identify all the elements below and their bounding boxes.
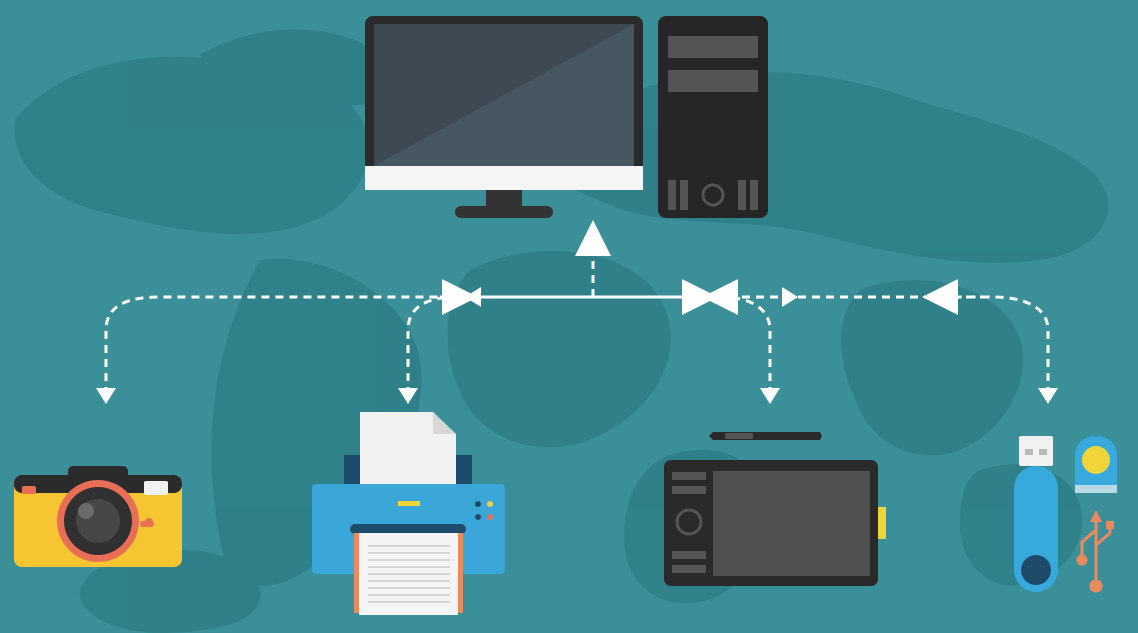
graphics-tablet-icon	[664, 432, 886, 586]
connector-arrowheads	[96, 228, 1058, 404]
camera-icon	[14, 466, 182, 567]
tower-vent-left-2	[680, 180, 688, 210]
usb-drive-icon	[1014, 436, 1117, 593]
tower-vent-left-1	[668, 180, 676, 210]
connector-lines	[104, 220, 1050, 395]
tower-vent-right-2	[750, 180, 758, 210]
tower-vent-right-1	[738, 180, 746, 210]
tower-drive-slot-1	[668, 36, 758, 58]
computer-tower	[658, 16, 768, 218]
monitor-chin	[365, 166, 643, 190]
monitor-stand	[486, 190, 522, 208]
desktop-computer-icon	[365, 16, 768, 218]
printer-icon	[312, 412, 505, 615]
tower-drive-slot-2	[668, 70, 758, 92]
monitor-screen-shine	[374, 24, 634, 166]
monitor-base	[455, 206, 553, 218]
tower-power-button	[701, 183, 725, 207]
usb-symbol-icon	[1076, 510, 1114, 593]
